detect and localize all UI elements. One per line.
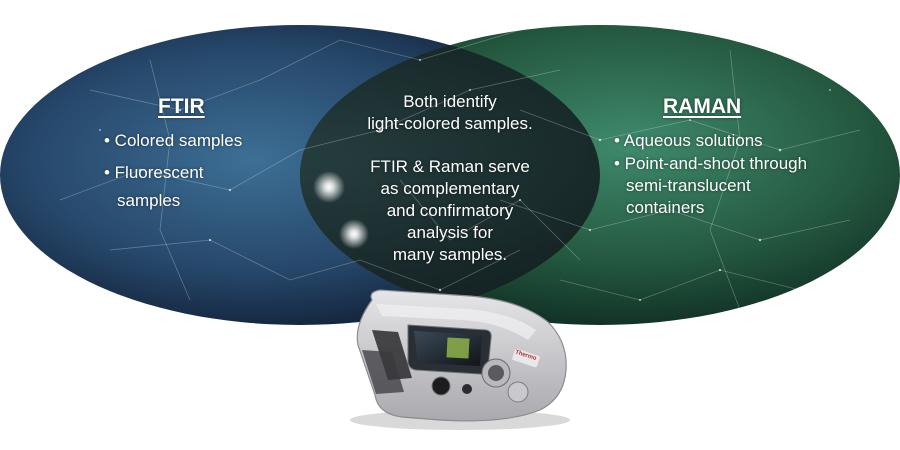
ftir-list-item: • Colored samples bbox=[104, 131, 243, 150]
ftir-title: FTIR bbox=[158, 95, 205, 118]
raman-list-item: • Point-and-shoot through semi-transluce… bbox=[614, 154, 808, 217]
ftir-list-item: • Fluorescent samples bbox=[104, 163, 204, 210]
overlap-region bbox=[300, 25, 600, 325]
overlap-complementary-text: FTIR & Raman serve as complementary and … bbox=[370, 157, 530, 264]
overlap-shared-text: Both identify light-colored samples. bbox=[367, 92, 533, 133]
glow-star bbox=[313, 171, 345, 203]
handheld-analyzer-image: Thermo bbox=[350, 289, 570, 430]
raman-list-item: • Aqueous solutions bbox=[614, 131, 763, 150]
glow-star bbox=[339, 219, 369, 249]
stars bbox=[99, 59, 831, 301]
raman-title: RAMAN bbox=[663, 95, 742, 118]
